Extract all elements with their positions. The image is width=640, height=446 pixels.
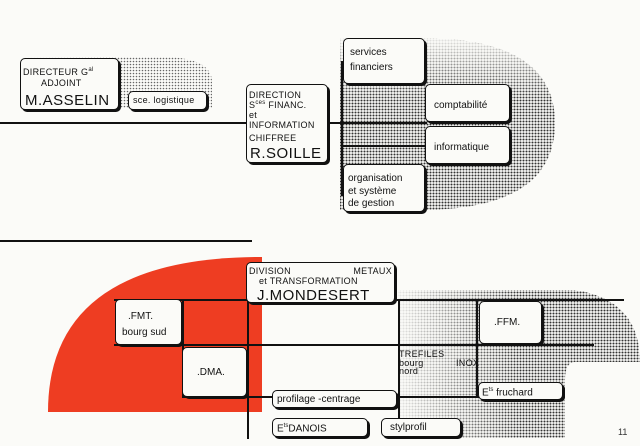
organisation-box: organisation et système de gestion [343,164,425,212]
division-name: J.MONDESERT [257,287,370,304]
bottom-grid-v4 [476,299,478,398]
dir-fin-line5: CHIFFREE [249,133,297,143]
trefiles-box: TREFILES bourg INOX nord [398,347,480,381]
adjoint-title-text: DIRECTEUR G [23,67,89,77]
bottom-grid-v3 [398,299,400,439]
bottom-grid-v2 [247,299,249,439]
dir-fin-line2: Sces FINANC. [249,100,306,110]
page-number: 11 [618,427,628,437]
services-financiers-line1: services [350,47,387,58]
ffm-box: .FFM. [479,301,542,344]
division-line1-left: DIVISION [249,266,291,276]
informatique-box: informatique [425,126,510,164]
fmt-line2: bourg sud [122,327,167,338]
danois-sup: ts [283,423,289,429]
dma-box: .DMA. [182,347,247,397]
trefiles-line2-right: INOX [456,358,480,368]
bottom-grid-h2 [114,344,594,346]
services-financiers-line2: financiers [350,62,393,73]
stylprofil-label: stylprofil [390,422,427,433]
dir-fin-line3: et [249,110,258,120]
fmt-line1: .FMT. [128,311,153,322]
danois-label: EtsDANOIS [277,423,327,434]
fruchard-sup: ts [488,387,494,393]
danois-rest: DANOIS [288,423,327,435]
services-financiers-box: services financiers [343,38,425,84]
logistique-box: sce. logistique [128,91,207,110]
adjoint-title-sup: al [88,67,94,73]
trefiles-line1: TREFILES [399,349,445,359]
finance-branch-compta [341,122,427,124]
division-metaux-box: DIVISION METAUX et TRANSFORMATION J.MOND… [246,262,395,303]
dir-fin-line1: DIRECTION [249,90,302,100]
fruchard-box: Ets fruchard [478,382,563,400]
fruchard-label: Ets fruchard [482,387,533,398]
top-hierarchy-line [0,122,342,124]
organisation-line2: et système [348,186,397,197]
danois-pre: E [277,423,284,435]
bottom-hierarchy-line [0,240,252,242]
adjoint-name: M.ASSELIN [25,92,110,109]
organisation-line3: de gestion [348,198,395,209]
comptabilite-box: comptabilité [425,84,510,122]
dir-fin-line2-sup: ces [255,100,266,106]
division-line1-right: METAUX [353,266,392,276]
adjoint-title-line1: DIRECTEUR Gal [23,67,94,77]
dir-fin-line4: INFORMATION [249,120,315,130]
adjoint-title-line2: ADJOINT [41,78,82,88]
adjoint-director-box: DIRECTEUR Gal ADJOINT M.ASSELIN [20,58,119,110]
ffm-label: .FFM. [494,317,521,328]
trefiles-line2-left: bourg [399,358,424,368]
trefiles-line3: nord [399,366,419,376]
dir-fin-line2-s: S [249,100,256,110]
finance-branch-info [341,145,427,147]
informatique-label: informatique [434,142,490,153]
finance-branch-vertical [341,61,343,196]
dma-label: .DMA. [197,367,225,378]
fmt-box: .FMT. bourg sud [115,299,182,345]
logistique-label: sce. logistique [133,95,195,105]
organisation-line1: organisation [348,173,403,184]
profilage-box: profilage -centrage [272,390,397,408]
profilage-label: profilage -centrage [277,394,361,405]
dir-fin-line2-rest: FINANC. [265,100,307,110]
dir-fin-name: R.SOILLE [250,145,322,162]
division-line2: et TRANSFORMATION [259,276,358,286]
stylprofil-box: stylprofil [381,418,461,437]
comptabilite-label: comptabilité [434,100,488,111]
danois-box: EtsDANOIS [272,418,368,437]
fruchard-rest: fruchard [493,387,533,399]
fruchard-pre: E [482,387,489,399]
direction-finances-box: DIRECTION Sces FINANC. et INFORMATION CH… [246,84,328,163]
